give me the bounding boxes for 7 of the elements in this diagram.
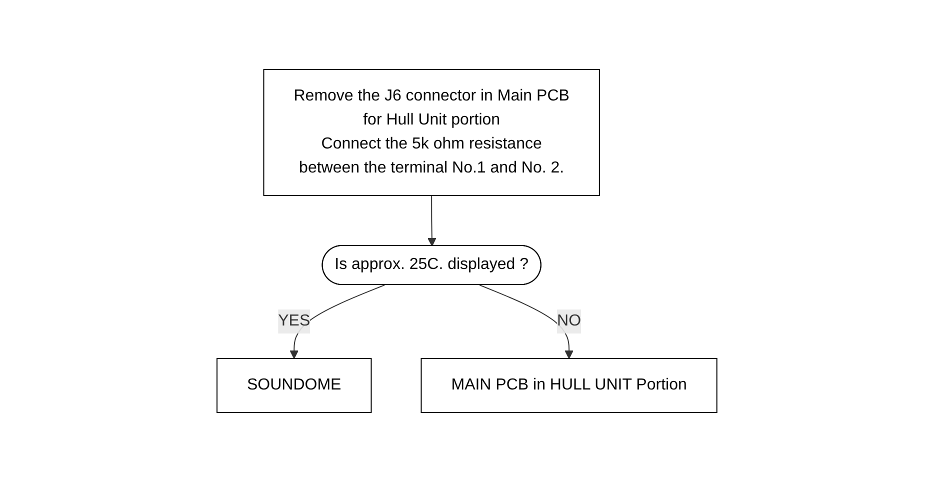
node-box: SOUNDOME (216, 358, 372, 413)
node-box: MAIN PCB in HULL UNIT Portion (420, 358, 717, 413)
edge-label: NO (556, 312, 581, 330)
arrow (427, 195, 436, 246)
node-box: Remove the J6 connector in Main PCB for Hull Unit portion Connect the 5k ohm resistance between the terminal No.1 and No. 2. (262, 69, 600, 196)
edge-label: YES (278, 312, 310, 330)
arrow (478, 284, 573, 359)
